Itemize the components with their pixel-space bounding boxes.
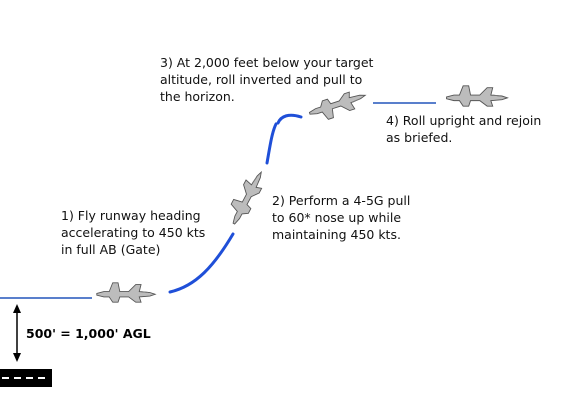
jet-icon	[96, 282, 156, 303]
flight-path-pull	[168, 232, 235, 294]
step-1-line-1: 1) Fly runway heading	[61, 208, 201, 223]
step-2-line-2: to 60* nose up while	[272, 210, 402, 225]
step-4-line-1: 4) Roll upright and rejoin	[386, 113, 542, 128]
runway-icon	[0, 369, 52, 387]
jet-icon	[223, 166, 269, 228]
step-3-line-3: the horizon.	[160, 89, 235, 104]
altitude-arrow-icon	[13, 304, 21, 362]
step-2-line-1: 2) Perform a 4-5G pull	[272, 193, 411, 208]
step-1-line-2: accelerating to 450 kts	[61, 225, 206, 240]
flight-path-over-top	[276, 113, 303, 125]
step-3-line-2: altitude, roll inverted and pull to	[160, 72, 363, 87]
step-3-line-1: 3) At 2,000 feet below your target	[160, 55, 374, 70]
step-2-line-3: maintaining 450 kts.	[272, 227, 401, 242]
jet-icon	[446, 85, 508, 107]
step-2-text: 2) Perform a 4-5G pull to 60* nose up wh…	[272, 192, 410, 243]
altitude-label: 500' = 1,000' AGL	[26, 326, 151, 341]
step-4-text: 4) Roll upright and rejoin as briefed.	[386, 112, 541, 146]
step-1-line-3: in full AB (Gate)	[61, 242, 161, 257]
step-3-text: 3) At 2,000 feet below your target altit…	[160, 54, 373, 105]
step-1-text: 1) Fly runway heading accelerating to 45…	[61, 207, 205, 258]
flight-path-climb	[265, 122, 278, 165]
step-4-line-2: as briefed.	[386, 130, 453, 145]
